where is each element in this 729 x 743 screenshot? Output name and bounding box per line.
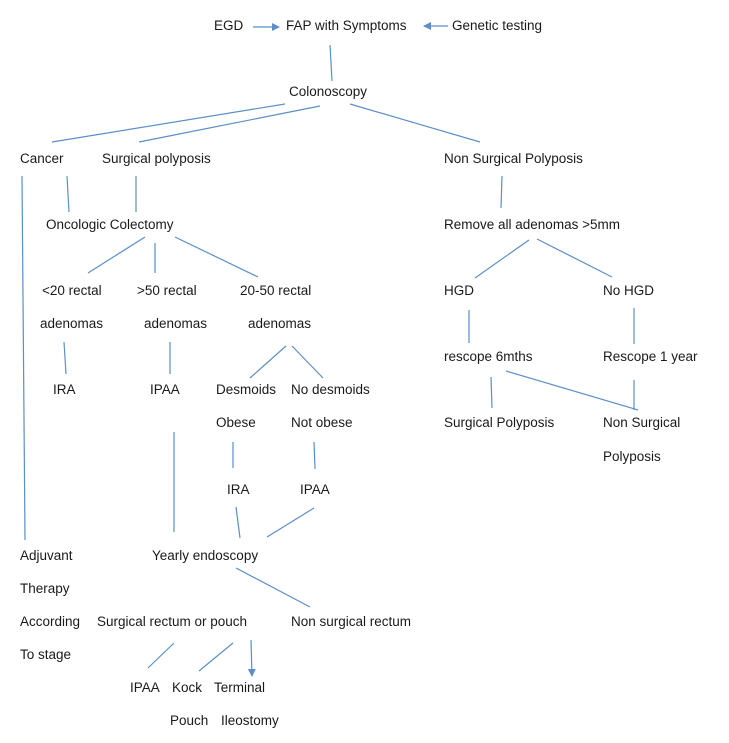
node-according: According [20,614,81,629]
node-lt20-rectal: <20 rectal [42,283,102,298]
edge-colonoscopy-to-cancer [51,103,286,143]
node-surgical-polyposis: Surgical polyposis [102,151,211,166]
node-ipaa-3: IPAA [130,680,160,695]
node-to-stage: To stage [20,647,72,662]
edge-cancer-to-adjuvant [21,175,26,541]
node-surgical-rectum: Surgical rectum or pouch [97,614,248,629]
node-non-surgical-2: Non Surgical [603,415,681,430]
edge-colonoscopy-to-surgical [138,105,321,143]
node-gt50-adenomas: adenomas [144,316,208,331]
node-therapy: Therapy [20,581,70,596]
edge-surgical-rectum-to-ipaa [147,642,175,669]
node-pouch: Pouch [170,713,209,728]
edge-oncologic-to-lt20 [87,236,146,274]
node-ipaa: IPAA [150,382,180,397]
node-remove-adenomas: Remove all adenomas >5mm [444,217,620,232]
node-obese: Obese [216,415,256,430]
edge-oncologic-to-mid [174,236,259,278]
edge-ira2-to-yearly [235,506,241,539]
edge-surgical-rectum-to-kock [198,642,234,672]
node-terminal: Terminal [214,680,266,695]
edge-rescope6-to-nonsurgical [505,370,639,411]
node-egd: EGD [214,18,244,33]
edge-lt20-to-ira [63,341,67,375]
edge-rescope6-to-surgical [490,376,493,409]
node-ipaa-2: IPAA [300,482,330,497]
node-oncologic-colectomy: Oncologic Colectomy [46,217,174,232]
edge-mid-to-no-desmoids [291,345,324,379]
node-hgd: HGD [444,283,474,298]
edge-fap-to-colonoscopy [329,44,333,82]
edge-surgical-rectum-to-terminal [247,639,256,677]
edge-nonsurgical-to-remove [500,175,503,209]
edge-notobese-to-ipaa [313,441,316,470]
node-lt20-adenomas: adenomas [40,316,104,331]
node-kock: Kock [172,680,203,695]
node-genetic-testing: Genetic testing [452,18,543,33]
edge-cancer-to-oncologic [66,175,70,213]
node-20-50-adenomas: adenomas [248,316,312,331]
node-no-desmoids: No desmoids [291,382,370,397]
node-ira-2: IRA [227,482,250,497]
node-rescope-6mths: rescope 6mths [444,349,533,364]
node-non-surgical-rectum: Non surgical rectum [291,614,412,629]
node-colonoscopy: Colonoscopy [289,84,368,99]
node-not-obese: Not obese [291,415,353,430]
edge-ipaa2-to-yearly [266,507,315,538]
node-ira: IRA [53,382,76,397]
node-polyposis-2: Polyposis [603,449,661,464]
node-cancer: Cancer [20,151,64,166]
node-fap-with-symptoms: FAP with Symptoms [286,18,407,33]
node-20-50-rectal: 20-50 rectal [240,283,312,298]
edge-yearly-to-nonsurgical-rectum [235,567,311,608]
edge-remove-to-hgd [474,239,530,279]
edge-remove-to-no-hgd [536,238,613,278]
node-surgical-polyposis-2: Surgical Polyposis [444,415,555,430]
node-desmoids: Desmoids [216,382,277,397]
node-gt50-rectal: >50 rectal [137,283,197,298]
node-no-hgd: No HGD [603,283,655,298]
node-yearly-endoscopy: Yearly endoscopy [152,548,259,563]
node-adjuvant: Adjuvant [20,548,73,563]
edge-mid-to-desmoids [249,345,287,379]
node-ileostomy: Ileostomy [221,713,279,728]
edge-colonoscopy-to-nonsurgical [349,103,481,143]
node-rescope-1-year: Rescope 1 year [603,349,698,364]
node-non-surgical-polyposis: Non Surgical Polyposis [444,151,583,166]
